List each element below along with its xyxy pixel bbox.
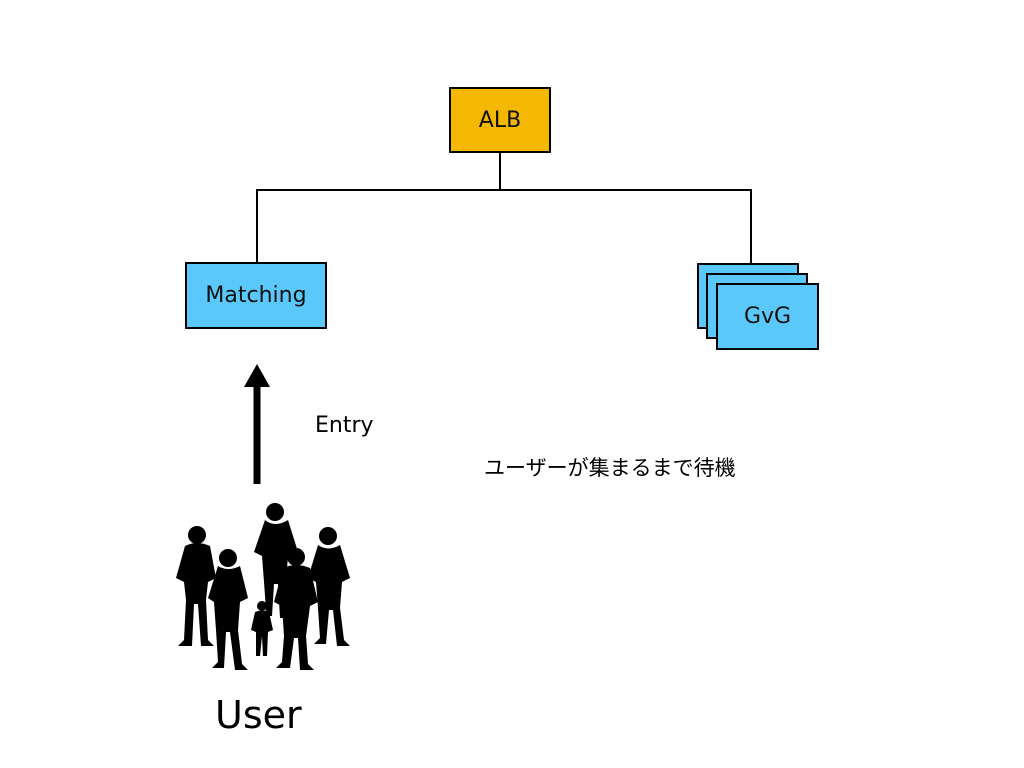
person-silhouette-6-icon bbox=[251, 601, 273, 656]
person-silhouette-2-icon bbox=[208, 549, 248, 670]
matching-node: Matching bbox=[185, 262, 327, 329]
alb-node: ALB bbox=[449, 87, 551, 153]
alb-to-matching-connector bbox=[256, 152, 501, 263]
entry-label: Entry bbox=[315, 413, 374, 438]
alb-label: ALB bbox=[478, 107, 522, 133]
alb-to-gvg-connector bbox=[500, 189, 752, 265]
person-silhouette-5-icon bbox=[308, 527, 350, 646]
matching-label: Matching bbox=[205, 283, 307, 308]
waiting-note: ユーザーが集まるまで待機 bbox=[484, 456, 736, 480]
person-silhouette-4-icon bbox=[274, 548, 318, 670]
gvg-node: GvG bbox=[716, 283, 819, 350]
person-silhouette-1-icon bbox=[176, 526, 216, 646]
user-label: User bbox=[215, 693, 302, 737]
gvg-label: GvG bbox=[743, 304, 792, 329]
entry-arrow-head bbox=[244, 364, 270, 387]
person-silhouette-3-icon bbox=[254, 503, 298, 618]
